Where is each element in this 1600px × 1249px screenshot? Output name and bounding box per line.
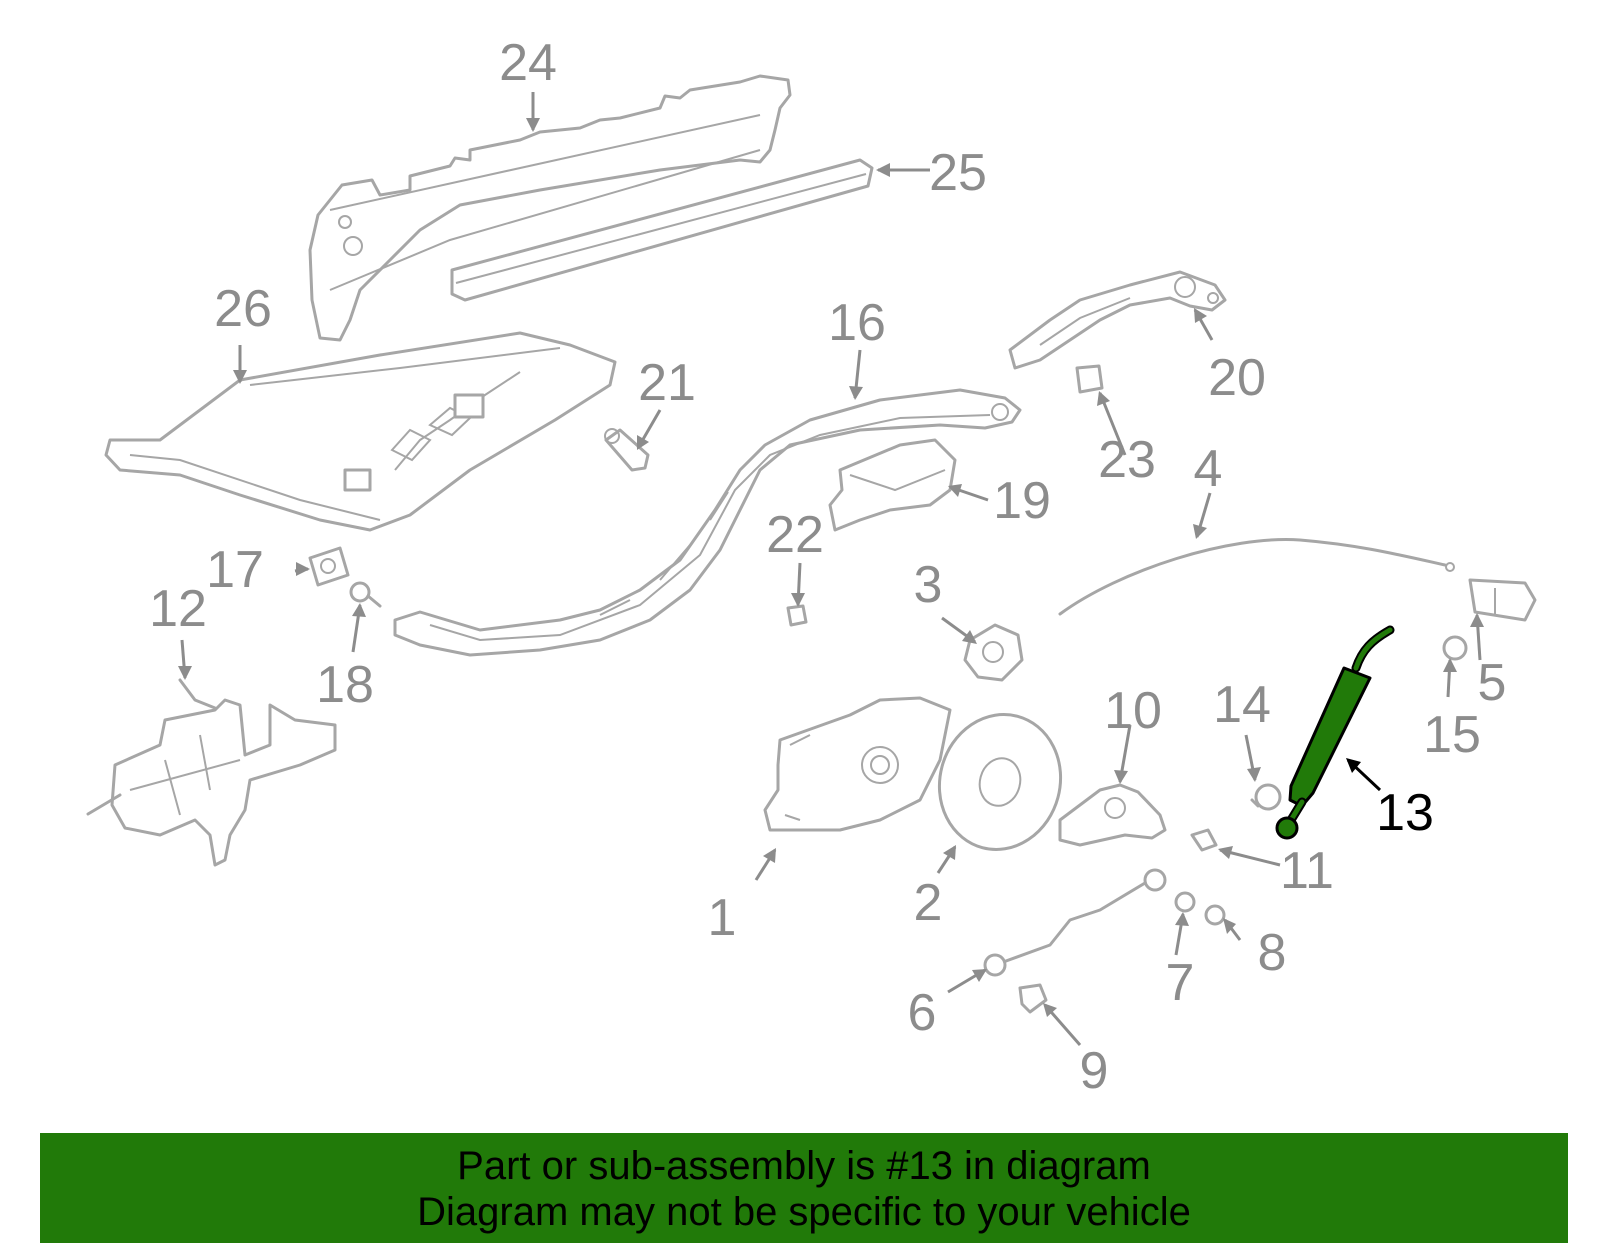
callout-23: 23 bbox=[1098, 431, 1156, 489]
part-17-nut bbox=[308, 546, 350, 587]
part-13-gas-strut bbox=[1275, 625, 1395, 840]
callout-3: 3 bbox=[914, 556, 943, 614]
callout-13: 13 bbox=[1376, 784, 1434, 842]
part-3-gear bbox=[963, 623, 1024, 682]
part-8-bushing bbox=[1204, 904, 1226, 926]
part-20-hinge-arm bbox=[1008, 270, 1227, 370]
part-12-latch bbox=[86, 678, 337, 867]
banner-line-1: Part or sub-assembly is #13 in diagram bbox=[457, 1144, 1151, 1188]
part-6-link-rod bbox=[983, 868, 1167, 977]
callout-25: 25 bbox=[929, 144, 987, 202]
callout-8: 8 bbox=[1258, 924, 1287, 982]
callout-24: 24 bbox=[499, 34, 557, 92]
part-18-bolt bbox=[349, 581, 382, 608]
part-16-arm bbox=[393, 388, 1022, 657]
part-24-rail bbox=[308, 74, 792, 342]
callout-6: 6 bbox=[908, 984, 937, 1042]
callout-9: 9 bbox=[1080, 1042, 1109, 1100]
part-info-banner: Part or sub-assembly is #13 in diagram D… bbox=[40, 1133, 1568, 1243]
part-1-housing bbox=[763, 696, 952, 832]
banner-line-2: Diagram may not be specific to your vehi… bbox=[417, 1190, 1191, 1234]
part-25-strip bbox=[450, 158, 874, 302]
callout-7: 7 bbox=[1166, 954, 1195, 1012]
part-19-bracket bbox=[828, 438, 957, 532]
callout-17: 17 bbox=[206, 541, 264, 599]
part-21-plug bbox=[604, 428, 650, 472]
callout-22: 22 bbox=[766, 506, 824, 564]
callout-18: 18 bbox=[316, 656, 374, 714]
part-26-panel bbox=[104, 331, 617, 532]
part-2-disc bbox=[937, 713, 1063, 851]
part-4-cable bbox=[1058, 538, 1455, 616]
callout-labels: 1 2 3 4 5 6 7 8 9 10 11 12 13 14 15 16 1… bbox=[149, 34, 1506, 1100]
callout-21: 21 bbox=[638, 354, 696, 412]
part-10-plate bbox=[1058, 783, 1167, 847]
callout-26: 26 bbox=[214, 280, 272, 338]
part-14-bolt bbox=[1250, 783, 1282, 811]
callout-2: 2 bbox=[914, 874, 943, 932]
part-15-bolt bbox=[1442, 635, 1468, 661]
part-11-bolt bbox=[1190, 828, 1218, 852]
callout-14: 14 bbox=[1213, 676, 1271, 734]
callout-12: 12 bbox=[149, 580, 207, 638]
leader-arrowheads bbox=[178, 118, 1484, 1017]
callout-1: 1 bbox=[708, 889, 737, 947]
callout-11: 11 bbox=[1280, 842, 1334, 900]
callout-16: 16 bbox=[828, 294, 886, 352]
callout-19: 19 bbox=[993, 472, 1051, 530]
callout-20: 20 bbox=[1208, 349, 1266, 407]
part-7-bushing bbox=[1174, 891, 1196, 913]
callout-4: 4 bbox=[1194, 440, 1223, 498]
part-23-clip bbox=[1075, 364, 1104, 394]
part-22-pin bbox=[786, 604, 808, 627]
callout-5: 5 bbox=[1478, 654, 1507, 712]
callout-10: 10 bbox=[1104, 682, 1162, 740]
callout-15: 15 bbox=[1423, 706, 1481, 764]
part-5-knob bbox=[1468, 578, 1537, 622]
part-9-screw bbox=[1018, 983, 1048, 1014]
